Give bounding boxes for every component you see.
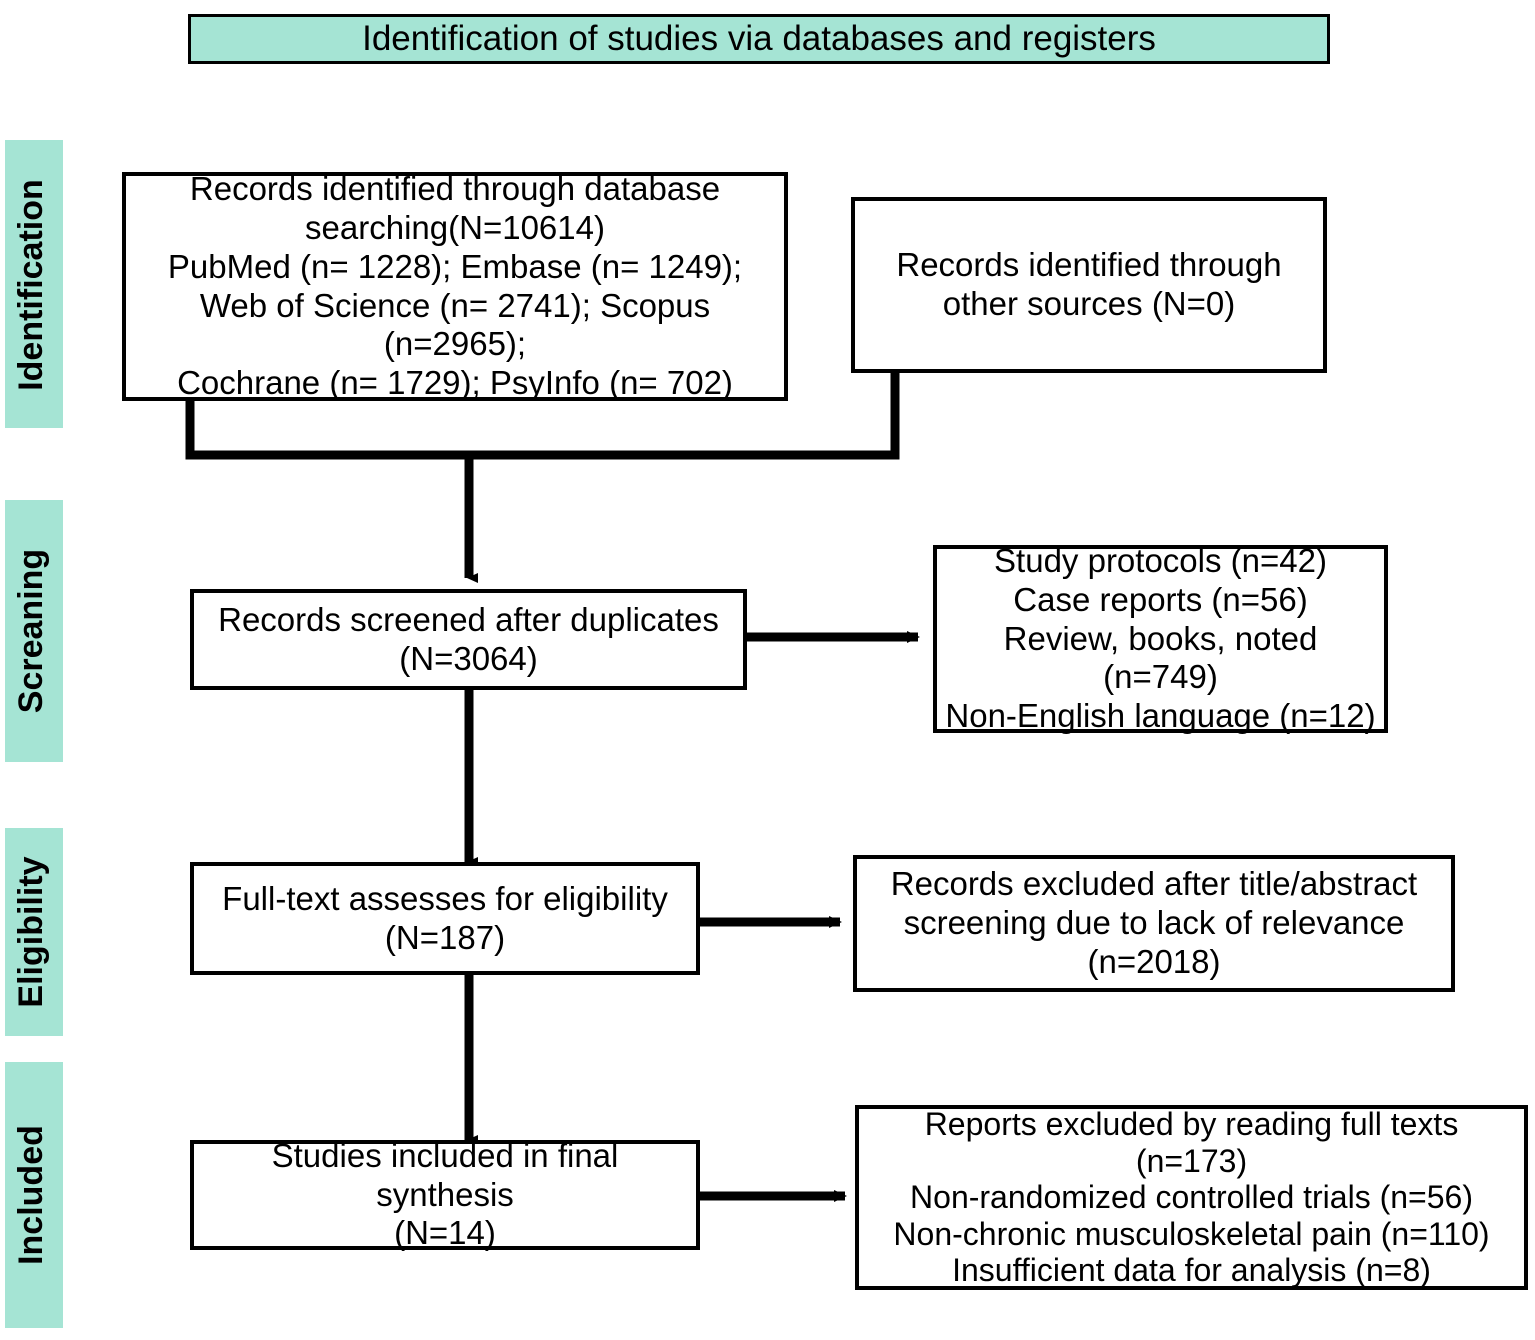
node-other-sources-text: Records identified through other sources…	[896, 246, 1282, 322]
stage-label-identification: Identification	[12, 179, 50, 391]
node-records-screened: Records screened after duplicates (N=306…	[190, 589, 747, 690]
node-screening-exclusions: Study protocols (n=42) Case reports (n=5…	[933, 542, 1388, 734]
node-other-sources: Records identified through other sources…	[851, 197, 1327, 373]
node-studies-included: Studies included in final synthesis (N=1…	[190, 1137, 700, 1251]
node-titleabstract-exclusions-text: Records excluded after title/abstract sc…	[890, 865, 1418, 980]
stage-label-included: Included	[12, 1125, 50, 1265]
node-titleabstract-exclusions: Records excluded after title/abstract sc…	[853, 855, 1455, 992]
node-screening-exclusions-text: Study protocols (n=42) Case reports (n=5…	[945, 541, 1376, 735]
node-fulltext-assessed: Full-text assesses for eligibility (N=18…	[190, 862, 700, 975]
node-fulltext-assessed-text: Full-text assesses for eligibility (N=18…	[222, 879, 668, 956]
stage-band-screening	[5, 500, 63, 762]
node-records-screened-text: Records screened after duplicates (N=306…	[218, 600, 719, 677]
stage-band-included	[5, 1062, 63, 1328]
diagram-title-band: Identification of studies via databases …	[188, 14, 1330, 64]
node-database-records-text: Records identified through database sear…	[167, 169, 743, 402]
stage-label-eligibility: Eligibility	[12, 856, 50, 1008]
connector-identification-merge	[185, 372, 900, 583]
page-title: Identification of studies via databases …	[362, 18, 1156, 58]
stage-label-screening: Screaning	[12, 548, 50, 714]
node-database-records: Records identified through database sear…	[122, 170, 788, 401]
node-studies-included-text: Studies included in final synthesis (N=1…	[271, 1136, 619, 1252]
stage-band-identification	[5, 140, 63, 428]
node-fulltext-exclusions: Reports excluded by reading full texts (…	[855, 1105, 1528, 1290]
node-fulltext-exclusions-text: Reports excluded by reading full texts (…	[893, 1106, 1490, 1289]
stage-band-eligibility	[5, 828, 63, 1036]
